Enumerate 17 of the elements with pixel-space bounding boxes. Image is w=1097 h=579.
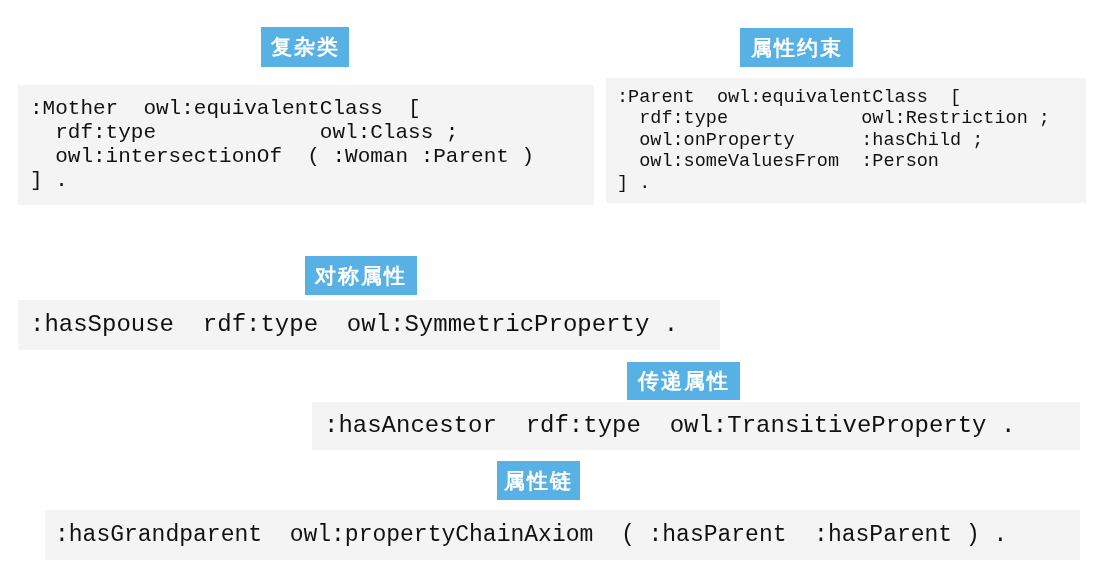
heading-label: 复杂类 [261,27,349,67]
heading-label: 属性约束 [740,28,853,67]
code-line: :hasGrandparent owl:propertyChainAxiom ( :hasParent :hasParent ) . [55,521,1008,549]
code-line: rdf:type owl:Class ; [54,121,459,145]
heading-label: 对称属性 [305,256,417,295]
code-line: :Mother owl:equivalentClass [ [30,97,421,121]
code-line: owl:onProperty :hasChild ; [638,129,984,152]
code-line: :hasAncestor rdf:type owl:TransitiveProperty . [324,412,1016,440]
heading-label: 属性链 [497,461,580,500]
code-line: owl:someValuesFrom :Person [638,151,939,173]
heading-label: 传递属性 [627,362,740,400]
code-line: :hasSpouse rdf:type owl:SymmetricProperty . [30,311,679,339]
code-line: ] . [30,169,68,193]
code-line: owl:intersectionOf ( :Woman :Parent ) [54,145,535,169]
code-line: :Parent owl:equivalentClass [ [617,86,962,109]
code-line: rdf:type owl:Restriction ; [638,108,1050,130]
code-line: ] . [617,172,651,195]
